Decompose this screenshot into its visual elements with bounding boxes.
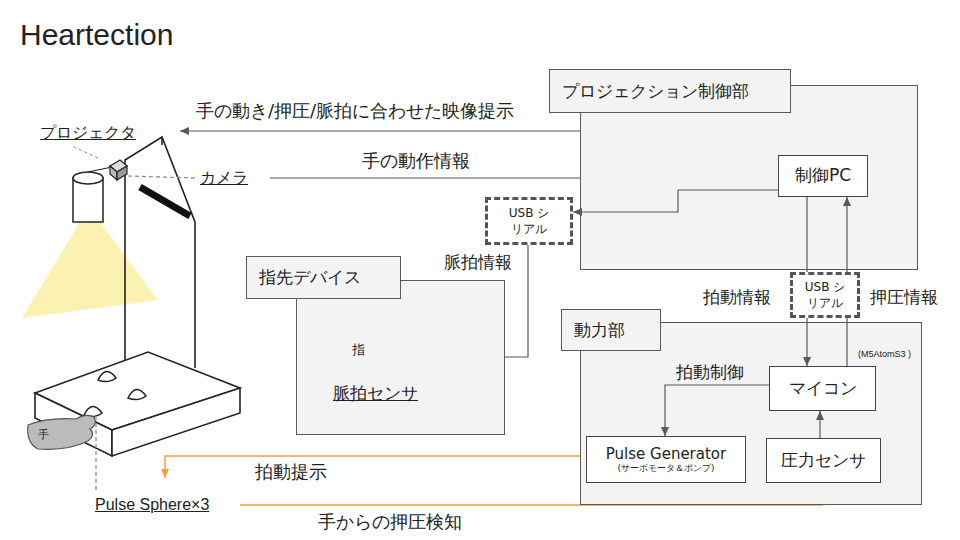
finger-label: 指 [352, 343, 365, 357]
signal-label: 手の動作情報 [362, 151, 470, 171]
group-box: プロジェクション制御部制御PC [580, 85, 918, 270]
edge-label: 押圧情報 [870, 288, 938, 307]
diagram-title: Heartection [20, 18, 173, 51]
box-sublabel: (サーボモータ＆ポンプ) [617, 463, 714, 474]
light-cone [22, 222, 158, 318]
connector [806, 197, 807, 272]
edge-label: 拍動情報 [703, 288, 771, 307]
hand-label: 手 [38, 429, 49, 441]
signal-label: 拍動提示 [255, 462, 327, 482]
projector-icon [73, 167, 112, 222]
model-note: (M5AtomS3 ) [858, 350, 911, 360]
process-box: 圧力センサ [766, 438, 881, 483]
connector [819, 411, 820, 438]
signal-label: 手の動き/押圧/脈拍に合わせた映像提示 [196, 101, 514, 121]
process-box: 制御PC [778, 155, 868, 197]
part-label: Pulse Sphere×3 [95, 496, 209, 514]
connector [665, 385, 769, 436]
connector [846, 197, 847, 272]
camera-icon [110, 160, 127, 180]
process-box: Pulse Generator(サーボモータ＆ポンプ) [586, 436, 746, 483]
connector [573, 190, 778, 212]
usb-serial-box: USB シリアル [485, 197, 573, 245]
heading-tab: 動力部 [561, 309, 661, 351]
process-box: マイコン [769, 366, 876, 411]
hand-icon [28, 415, 96, 449]
leader-line [95, 416, 96, 492]
heading-tab: プロジェクション制御部 [549, 69, 791, 113]
usb-serial-box: USB シリアル [790, 272, 860, 318]
connector [846, 318, 847, 366]
heading-tab: 指先デバイス [246, 256, 401, 299]
edge-label: 脈拍情報 [444, 253, 512, 272]
pulse-arrow [165, 456, 585, 478]
connector [806, 318, 807, 366]
group-heading: プロジェクション制御部 [562, 80, 749, 103]
leader-line [128, 176, 196, 178]
box-label: USB シリアル [504, 205, 554, 237]
part-label: カメラ [200, 169, 248, 187]
box-label: USB シリアル [801, 279, 849, 311]
box-label: 制御PC [795, 165, 851, 186]
black-bar [140, 187, 190, 216]
group-box: 指先デバイス [296, 280, 505, 435]
box-label: マイコン [789, 378, 857, 399]
signal-label: 手からの押圧検知 [318, 512, 462, 532]
edge-label: 拍動制御 [676, 363, 744, 382]
box-label: Pulse Generator [606, 445, 726, 464]
leader-line [72, 146, 98, 158]
frame [125, 137, 195, 372]
pulse-sphere [84, 371, 146, 416]
box-label: 圧力センサ [781, 450, 866, 471]
part-label: プロジェクタ [40, 124, 136, 142]
group-heading: 指先デバイス [259, 266, 361, 289]
group-heading: 動力部 [574, 319, 625, 342]
part-label: 脈拍センサ [333, 384, 418, 403]
